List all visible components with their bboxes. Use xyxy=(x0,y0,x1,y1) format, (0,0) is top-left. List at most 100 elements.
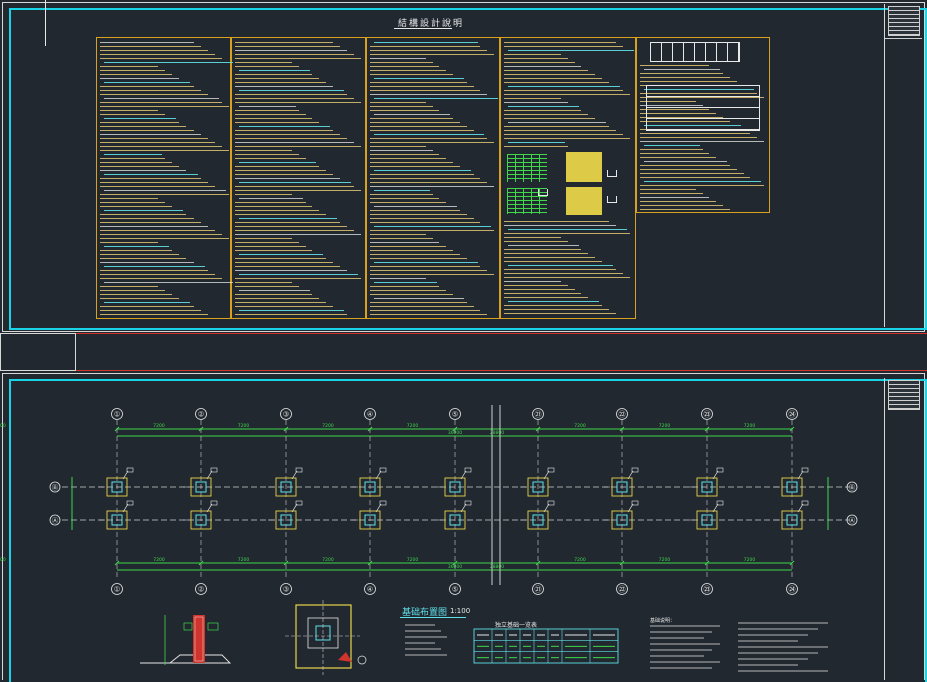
note-text-line xyxy=(235,110,299,111)
grid-bubble-label: ㉒ xyxy=(619,411,626,419)
footing-outline xyxy=(781,510,803,530)
dim-tick xyxy=(619,426,625,432)
note-text-line xyxy=(235,298,320,299)
note-text-line xyxy=(370,146,426,147)
footing-outline xyxy=(190,510,212,530)
bay-dimension-label: 7200 xyxy=(407,423,419,429)
note-text-line xyxy=(370,90,481,91)
note-text-line xyxy=(235,282,292,283)
grid-bubble-label: ⑤ xyxy=(452,586,458,594)
dim-tick xyxy=(789,426,795,432)
note-text-line xyxy=(104,302,191,303)
column-outline xyxy=(195,514,207,526)
note-text-line xyxy=(504,110,582,111)
section-tag-2 xyxy=(183,622,193,631)
note-text-line xyxy=(235,270,348,271)
note-text-line xyxy=(370,82,467,83)
note-text-line xyxy=(370,46,481,47)
note-text-line xyxy=(104,98,219,99)
plan-title-underline xyxy=(400,617,466,618)
note-text-line xyxy=(508,142,565,143)
footing-leader xyxy=(797,470,804,480)
footing-leader xyxy=(712,503,719,513)
sheet-design-notes[interactable] xyxy=(2,2,927,332)
footing-tag xyxy=(126,500,134,506)
note-text-line xyxy=(508,245,579,246)
bay-dimension-label: 7200 xyxy=(574,423,586,429)
grid-bubble xyxy=(364,583,376,595)
total-dimension-label: 36000 xyxy=(448,564,462,570)
note-text-line xyxy=(640,169,737,170)
note-text-line xyxy=(100,110,159,111)
footing-outline xyxy=(611,477,633,497)
footing-schedule-table xyxy=(473,628,619,664)
note-text-line xyxy=(239,90,345,91)
note-text-line xyxy=(640,209,730,210)
note-text-line xyxy=(235,246,306,247)
note-text-line xyxy=(370,214,467,215)
footing-leader xyxy=(460,503,467,513)
footing-outline xyxy=(611,510,633,530)
row-bubble xyxy=(49,481,61,493)
footing-tag xyxy=(295,467,303,473)
sheet-foundation-plan[interactable] xyxy=(2,373,927,682)
note-text-line xyxy=(100,198,159,199)
note-text-line xyxy=(100,182,208,183)
grid-bubble xyxy=(364,408,376,420)
note-text-line xyxy=(104,82,191,83)
note-text-line xyxy=(504,130,617,131)
footing-tag xyxy=(547,500,555,506)
note-text-line xyxy=(100,54,215,55)
note-text-line xyxy=(235,118,313,119)
dim-tick xyxy=(198,560,204,566)
note-text-line xyxy=(235,150,292,151)
column-outline xyxy=(786,514,798,526)
grid-bubble xyxy=(111,408,123,420)
note-text-line xyxy=(239,70,310,71)
note-text-line xyxy=(100,238,229,239)
note-text-line xyxy=(508,106,579,107)
footing-leader xyxy=(797,503,804,513)
bay-dimension-label: 7200 xyxy=(153,423,165,429)
column-outline xyxy=(280,514,292,526)
footing-tag xyxy=(464,467,472,473)
note-text-line xyxy=(374,206,458,207)
note-text-line xyxy=(504,293,582,294)
note-text-line xyxy=(640,77,730,78)
note-text-line xyxy=(100,218,194,219)
note-text-line xyxy=(104,190,226,191)
grid-bubble-label: ⑤ xyxy=(452,411,458,419)
note-text-line xyxy=(235,234,361,235)
note-text-line xyxy=(640,189,696,190)
note-text-line xyxy=(504,241,568,242)
footing-tag xyxy=(379,500,387,506)
note-text-line xyxy=(508,301,600,302)
notes-column-5 xyxy=(636,37,770,213)
footing-leader xyxy=(206,470,213,480)
note-text-line xyxy=(504,261,603,262)
note-text-line xyxy=(235,94,348,95)
note-text-line xyxy=(504,74,596,75)
note-text-line xyxy=(100,270,208,271)
note-text-line xyxy=(370,258,467,259)
note-text-line xyxy=(100,306,194,307)
note-text-line xyxy=(504,70,589,71)
grid-bubble-label: ③ xyxy=(283,411,289,419)
note-text-line xyxy=(504,78,603,79)
note-text-line xyxy=(370,74,454,75)
note-text-line xyxy=(370,158,447,159)
note-text-line xyxy=(100,42,194,43)
note-text-line xyxy=(370,202,447,203)
note-text-line xyxy=(640,157,717,158)
footing-tag xyxy=(379,467,387,473)
note-text-line xyxy=(235,210,320,211)
bay-dimension-label: 7200 xyxy=(574,557,586,563)
note-text-line xyxy=(370,302,467,303)
note-text-line xyxy=(235,178,341,179)
note-text-line xyxy=(504,98,561,99)
note-text-line xyxy=(239,126,331,127)
grid-bubble xyxy=(786,583,798,595)
note-text-line xyxy=(100,222,201,223)
note-text-line xyxy=(504,305,603,306)
